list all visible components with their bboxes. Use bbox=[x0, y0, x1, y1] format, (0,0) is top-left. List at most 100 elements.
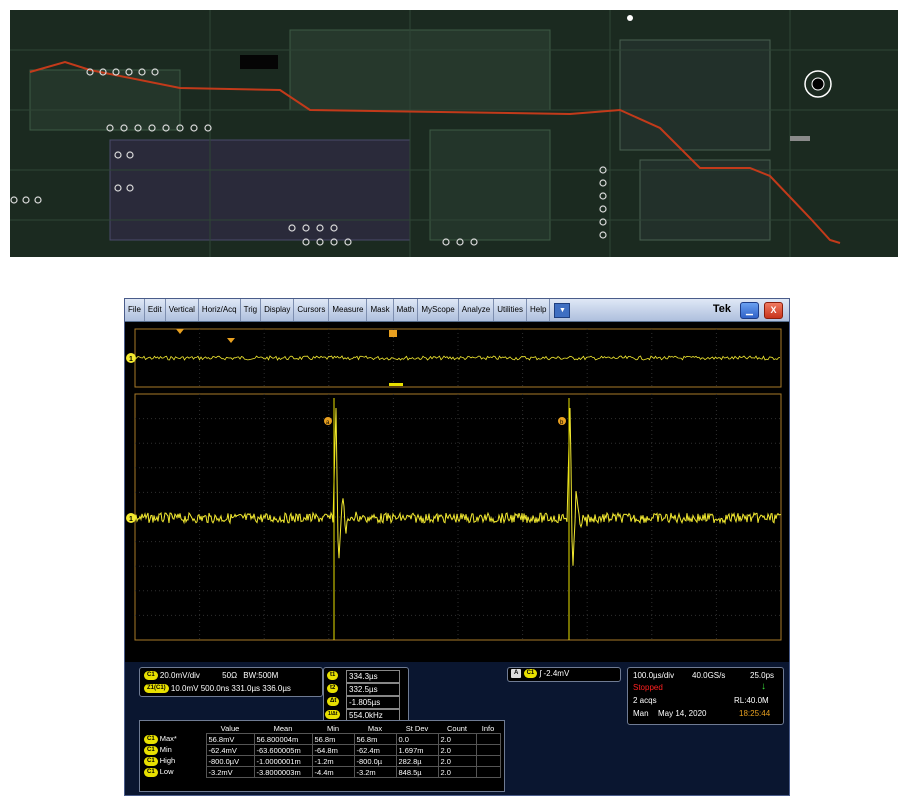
acquisition-readout[interactable]: 100.0µs/div 40.0GS/s 25.0ps Stopped ↓ 2 … bbox=[627, 667, 784, 725]
cursor-t2-badge: t2 bbox=[327, 684, 339, 693]
main-waveform bbox=[134, 407, 782, 566]
trigger-readout[interactable]: A C1 ʃ -2.4mV bbox=[507, 667, 621, 682]
minimize-button[interactable]: ▁ bbox=[740, 302, 759, 319]
menu-bar: File Edit Vertical Horiz/Acq Trig Displa… bbox=[125, 299, 789, 322]
cell-stdev: 848.5µ bbox=[395, 766, 439, 778]
rising-edge-icon: ʃ bbox=[539, 669, 542, 678]
cursor-b-label: b bbox=[560, 420, 564, 426]
resolution: 25.0ps bbox=[750, 671, 775, 680]
zoom-position-marker[interactable] bbox=[389, 330, 397, 337]
cursor-freq-badge: 1/Δt bbox=[325, 710, 341, 719]
cursor-readout[interactable]: t1 334.3µs t2 332.5µs Δt -1.805µs 1/Δt 5… bbox=[323, 667, 409, 723]
acq-time: 18:25:44 bbox=[739, 709, 771, 718]
row-label: Low bbox=[159, 767, 174, 777]
menu-mask[interactable]: Mask bbox=[367, 299, 394, 321]
zoom-scale: 10.0mV bbox=[170, 684, 199, 693]
menu-math[interactable]: Math bbox=[394, 299, 419, 321]
cell-count: 2.0 bbox=[437, 733, 477, 745]
sample-rate: 40.0GS/s bbox=[692, 671, 726, 680]
menu-help[interactable]: Help bbox=[527, 299, 551, 321]
row-badge: C1 bbox=[144, 734, 158, 744]
ch1-ref-marker-main[interactable] bbox=[126, 513, 136, 523]
cell-count: 2.0 bbox=[437, 755, 477, 767]
row-label: Min bbox=[159, 745, 172, 755]
menu-horiz-acq[interactable]: Horiz/Acq bbox=[199, 299, 241, 321]
cell-value: 56.8mV bbox=[205, 733, 255, 745]
channel-scale: 20.0mV/div bbox=[159, 671, 200, 680]
ch1-marker-label-main: 1 bbox=[129, 516, 133, 523]
cell-mean: 56.800004m bbox=[253, 733, 313, 745]
pcb-drawing bbox=[10, 10, 898, 257]
table-row[interactable]: C1 High -800.0µV -1.0000001m -1.2m -800.… bbox=[142, 755, 501, 767]
ch1-ref-marker-overview[interactable] bbox=[126, 353, 136, 363]
row-label: Max* bbox=[159, 734, 177, 744]
cell-value: -62.4mV bbox=[205, 744, 255, 756]
channel-readout[interactable]: C1 20.0mV/div 50Ω BW:500M Z1(C1) 10.0mV … bbox=[139, 667, 323, 697]
cell-value: -3.2mV bbox=[205, 766, 255, 778]
menu-cursors[interactable]: Cursors bbox=[294, 299, 330, 321]
zoom-pos1: 331.0µs bbox=[231, 684, 261, 693]
record-length: RL:40.0M bbox=[734, 696, 769, 705]
channel-bandwidth: BW:500M bbox=[243, 671, 279, 680]
cell-mean: -1.0000001m bbox=[253, 755, 313, 767]
cursor-a-marker[interactable] bbox=[324, 417, 332, 425]
info-panel: C1 20.0mV/div 50Ω BW:500M Z1(C1) 10.0mV … bbox=[125, 663, 789, 795]
cursor-t1-badge: t1 bbox=[327, 671, 339, 680]
table-row[interactable]: C1 Max* 56.8mV 56.800004m 56.8m 56.8m 0.… bbox=[142, 733, 501, 745]
col-header: St Dev bbox=[405, 723, 429, 733]
zoom-badge: Z1(C1) bbox=[144, 684, 169, 694]
menu-analyze[interactable]: Analyze bbox=[459, 299, 495, 321]
col-header: Info bbox=[481, 723, 495, 733]
row-badge: C1 bbox=[144, 756, 158, 766]
menu-myscope[interactable]: MyScope bbox=[418, 299, 459, 321]
menu-edit[interactable]: Edit bbox=[145, 299, 166, 321]
chevron-down-icon[interactable]: ▼ bbox=[554, 302, 571, 318]
measurements-panel[interactable]: Value Mean Min Max St Dev Count Info C1 … bbox=[139, 720, 505, 792]
cell-info bbox=[475, 744, 501, 756]
menu-vertical[interactable]: Vertical bbox=[166, 299, 199, 321]
zoom-window-marker bbox=[389, 383, 403, 386]
acq-date: May 14, 2020 bbox=[658, 709, 707, 718]
cell-info bbox=[475, 733, 501, 745]
horizontal-ref-marker[interactable] bbox=[227, 338, 235, 343]
trigger-position-marker[interactable] bbox=[176, 329, 184, 334]
cell-min: -1.2m bbox=[311, 755, 355, 767]
menu-trig[interactable]: Trig bbox=[241, 299, 262, 321]
menu-display[interactable]: Display bbox=[261, 299, 295, 321]
cursor-b-marker[interactable] bbox=[558, 417, 566, 425]
cell-max: -62.4m bbox=[353, 744, 397, 756]
col-header: Count bbox=[446, 723, 467, 733]
cell-count: 2.0 bbox=[437, 744, 477, 756]
table-row[interactable]: C1 Low -3.2mV -3.8000003m -4.4m -3.2m 84… bbox=[142, 766, 501, 778]
cursor-t1-value: 334.3µs bbox=[346, 670, 400, 683]
table-row[interactable]: C1 Min -62.4mV -63.600005m -64.8m -62.4m… bbox=[142, 744, 501, 756]
col-header: Max bbox=[367, 723, 383, 733]
row-badge: C1 bbox=[144, 745, 158, 755]
ch1-marker-label: 1 bbox=[129, 356, 133, 363]
cell-min: -64.8m bbox=[311, 744, 355, 756]
cell-info bbox=[475, 755, 501, 767]
col-header: Mean bbox=[273, 723, 293, 733]
close-button[interactable]: X bbox=[764, 302, 783, 319]
cell-max: -800.0µ bbox=[353, 755, 397, 767]
cursor-t2-value: 332.5µs bbox=[346, 683, 400, 696]
cell-min: 56.8m bbox=[311, 733, 355, 745]
waveform-svg: 1 1 a b bbox=[126, 328, 782, 641]
cell-count: 2.0 bbox=[437, 766, 477, 778]
cursor-delta-badge: Δt bbox=[327, 697, 340, 706]
acq-status: Stopped bbox=[633, 683, 663, 692]
menu-utilities[interactable]: Utilities bbox=[494, 299, 527, 321]
waveform-display[interactable]: 1 1 a b bbox=[125, 322, 789, 662]
menu-file[interactable]: File bbox=[125, 299, 145, 321]
col-header bbox=[142, 723, 206, 734]
brand-logo: Tek bbox=[712, 303, 731, 315]
channel-badge: C1 bbox=[144, 671, 158, 681]
overview-waveform bbox=[134, 355, 781, 361]
col-header: Min bbox=[326, 723, 340, 733]
timebase: 100.0µs/div bbox=[633, 671, 675, 680]
menu-measure[interactable]: Measure bbox=[329, 299, 368, 321]
acq-count: 2 acqs bbox=[633, 696, 657, 705]
trigger-a-badge: A bbox=[511, 669, 522, 679]
measurements-table: Value Mean Min Max St Dev Count Info C1 … bbox=[142, 723, 501, 778]
row-badge: C1 bbox=[144, 767, 158, 777]
